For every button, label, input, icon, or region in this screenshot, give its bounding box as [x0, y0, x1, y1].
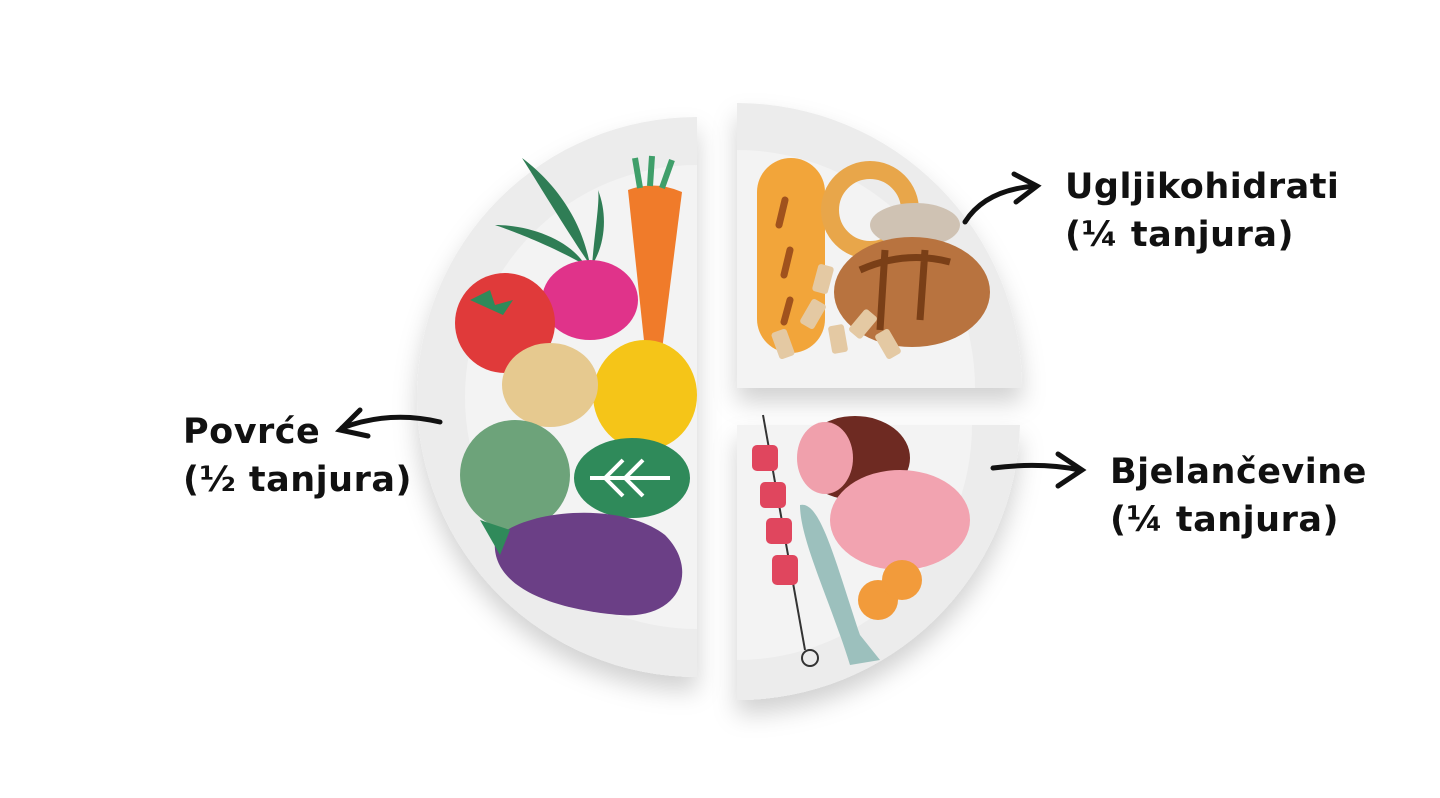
label-vegetables-title: Povrće — [183, 412, 321, 452]
broccoli-icon — [460, 420, 570, 530]
proteins-food — [752, 414, 970, 667]
meat-skewer-icon — [752, 445, 798, 585]
yellow-pepper-icon — [593, 340, 697, 450]
vegetables-food — [455, 155, 697, 616]
label-vegetables: Povrće (½ tanjura) — [183, 408, 412, 504]
onion-icon — [502, 343, 598, 427]
beet-leaves-icon — [495, 158, 604, 265]
label-proteins-title: Bjelančevine — [1110, 452, 1367, 492]
label-proteins-portion: (¼ tanjura) — [1110, 500, 1339, 540]
label-vegetables-portion: (½ tanjura) — [183, 460, 412, 500]
beet-icon — [542, 260, 638, 340]
carbohydrates-food — [757, 158, 990, 360]
eggplant-icon — [494, 512, 683, 616]
label-carbohydrates-title: Ugljikohidrati — [1065, 167, 1340, 207]
label-proteins: Bjelančevine (¼ tanjura) — [1110, 448, 1367, 544]
arrow-proteins — [990, 451, 1087, 489]
arrow-carbohydrates — [962, 171, 1042, 225]
fish-icon — [800, 504, 880, 665]
egg-icon — [882, 560, 922, 600]
carrot-icon — [628, 185, 682, 355]
penne-pasta-icon — [771, 264, 901, 360]
arrow-vegetables — [334, 407, 443, 439]
label-carbohydrates: Ugljikohidrati (¼ tanjura) — [1065, 163, 1339, 259]
chicken-icon — [830, 470, 970, 570]
label-carbohydrates-portion: (¼ tanjura) — [1065, 215, 1294, 255]
rice-icon — [870, 203, 960, 247]
